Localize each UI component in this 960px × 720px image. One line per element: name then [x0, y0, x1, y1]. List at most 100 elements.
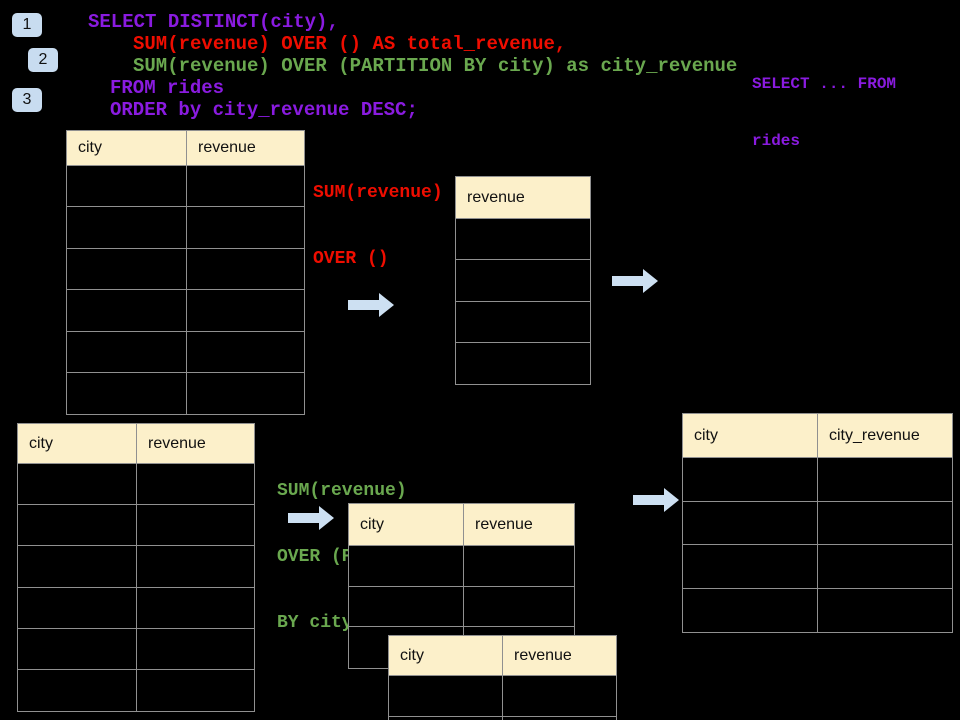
table-cell [349, 586, 464, 626]
table-row [456, 342, 590, 385]
table-row [456, 260, 590, 302]
table-cell [683, 458, 818, 501]
table-body [456, 219, 590, 385]
table-cell [187, 290, 304, 331]
arrow-head [643, 269, 658, 293]
annotation-line: SUM(revenue) [313, 183, 443, 203]
table-rides-source-top: city revenue [66, 130, 305, 416]
table-cell [464, 546, 574, 586]
table-cell [18, 628, 137, 669]
table-header-row: city revenue [67, 131, 304, 166]
step-badge-2: 2 [28, 48, 58, 72]
table-cell [18, 505, 137, 546]
table-row [18, 587, 254, 629]
table-row [349, 586, 574, 627]
table-cell [456, 219, 590, 260]
sql-code-line: SELECT DISTINCT(city), [88, 11, 339, 33]
table-cell [503, 717, 616, 720]
table-row [67, 331, 304, 373]
arrow-shaft [633, 495, 664, 505]
table-cell [187, 248, 304, 290]
table-cell [503, 676, 616, 716]
table-header-row: revenue [456, 177, 590, 219]
table-header-row: city revenue [389, 636, 616, 676]
table-cell [18, 464, 137, 505]
column-header-city: city [683, 414, 818, 457]
column-header-city-revenue: city_revenue [829, 426, 920, 444]
table-row [67, 207, 304, 249]
table-body [18, 464, 254, 712]
table-row [456, 219, 590, 261]
arrow-head [379, 293, 394, 317]
table-cell [18, 546, 137, 587]
column-header-city: city [18, 424, 137, 463]
table-cell [187, 331, 304, 372]
table-cell [683, 588, 818, 632]
table-cell [187, 166, 304, 207]
arrow-right-icon [633, 488, 679, 512]
table-cell [683, 545, 818, 588]
table-partitioned-overlay: city revenue [388, 635, 617, 720]
table-row [683, 545, 952, 589]
table-row [67, 290, 304, 332]
table-row [67, 372, 304, 415]
table-cell [67, 166, 187, 207]
table-cell [18, 587, 137, 628]
table-row [18, 669, 254, 712]
annotation-line: SUM(revenue) [277, 481, 407, 501]
table-row [349, 546, 574, 587]
table-cell [456, 342, 590, 385]
sql-code-line: SUM(revenue) OVER () AS total_revenue, [133, 33, 567, 55]
arrow-head [319, 506, 334, 530]
table-cell [389, 676, 503, 716]
table-cell [464, 586, 574, 626]
arrow-right-icon [348, 293, 394, 317]
column-header-revenue: revenue [514, 646, 572, 664]
table-row [683, 501, 952, 545]
table-cell [137, 669, 254, 712]
table-cell [818, 501, 952, 544]
table-row [683, 458, 952, 502]
table-cell [456, 260, 590, 301]
arrow-shaft [348, 300, 379, 310]
table-row [18, 546, 254, 588]
side-note-line: SELECT ... FROM [752, 75, 897, 93]
column-header-revenue: revenue [148, 434, 206, 452]
table-cell [187, 207, 304, 248]
table-header-row: city revenue [18, 424, 254, 464]
arrow-shaft [612, 276, 643, 286]
table-total-revenue: revenue [455, 176, 591, 386]
side-note-line: rides [752, 132, 801, 150]
table-row [389, 717, 616, 720]
table-cell [818, 545, 952, 588]
table-row [67, 166, 304, 208]
arrow-shaft [288, 513, 319, 523]
column-header-revenue: revenue [475, 515, 533, 533]
table-header-row: city revenue [349, 504, 574, 546]
arrow-right-icon [288, 506, 334, 530]
table-cell [67, 372, 187, 415]
column-header-revenue: revenue [198, 139, 256, 156]
table-body [683, 458, 952, 632]
table-cell [818, 588, 952, 632]
table-cell [349, 546, 464, 586]
table-result-city-revenue: city city_revenue [682, 413, 953, 633]
table-cell [137, 628, 254, 669]
table-cell [456, 301, 590, 342]
table-cell [18, 669, 137, 712]
arrow-head [664, 488, 679, 512]
table-cell [137, 505, 254, 546]
arrow-right-icon [612, 269, 658, 293]
annotation-line: OVER () [313, 249, 389, 269]
side-note-select-from: SELECT ... FROM rides [752, 37, 896, 189]
table-cell [187, 372, 304, 415]
table-cell [67, 290, 187, 331]
table-cell [137, 464, 254, 505]
step-badge-3: 3 [12, 88, 42, 112]
step-badge-1: 1 [12, 13, 42, 37]
table-cell [137, 546, 254, 587]
table-row [67, 248, 304, 291]
table-cell [67, 207, 187, 248]
table-cell [137, 587, 254, 628]
